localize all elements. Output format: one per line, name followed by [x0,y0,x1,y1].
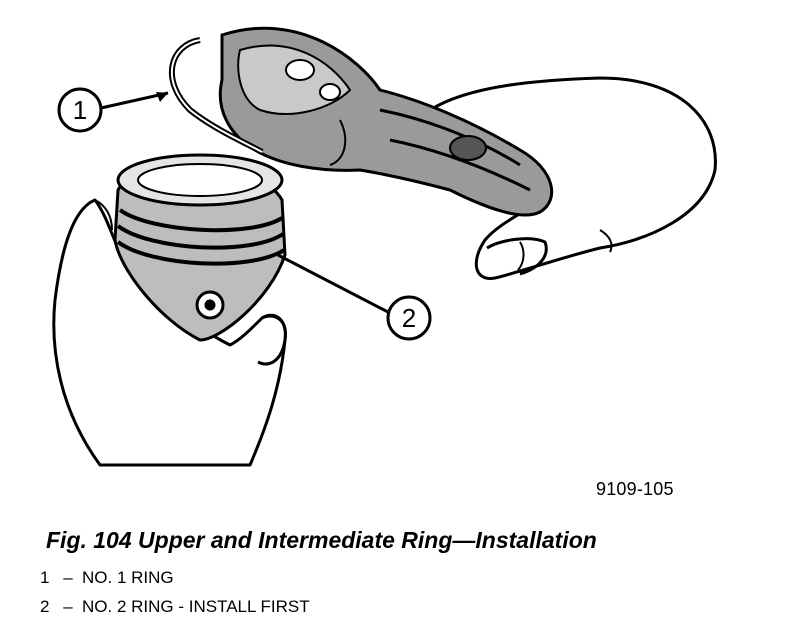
callout-2-number: 2 [402,303,416,333]
legend-item-number: 1 [40,568,50,587]
callout-1-number: 1 [73,95,87,125]
caption-title: Fig. 104 Upper and Intermediate Ring—Ins… [46,527,597,553]
ring-installation-illustration: 1 2 [52,26,717,467]
legend-item: 2–NO. 2 RING - INSTALL FIRST [40,597,310,617]
ring-expander-tool [218,26,554,217]
legend-item-number: 2 [40,597,50,616]
callout-2: 2 [277,253,432,341]
figure-id: 9109-105 [596,479,674,499]
legend-item-text: NO. 2 RING - INSTALL FIRST [82,597,310,616]
piston [113,153,287,342]
legend-item-text: NO. 1 RING [82,568,174,587]
legend-item-dash: – [63,597,73,616]
legend-item: 1–NO. 1 RING [40,568,174,588]
legend-item-dash: – [63,568,73,587]
callout-1: 1 [57,87,169,133]
